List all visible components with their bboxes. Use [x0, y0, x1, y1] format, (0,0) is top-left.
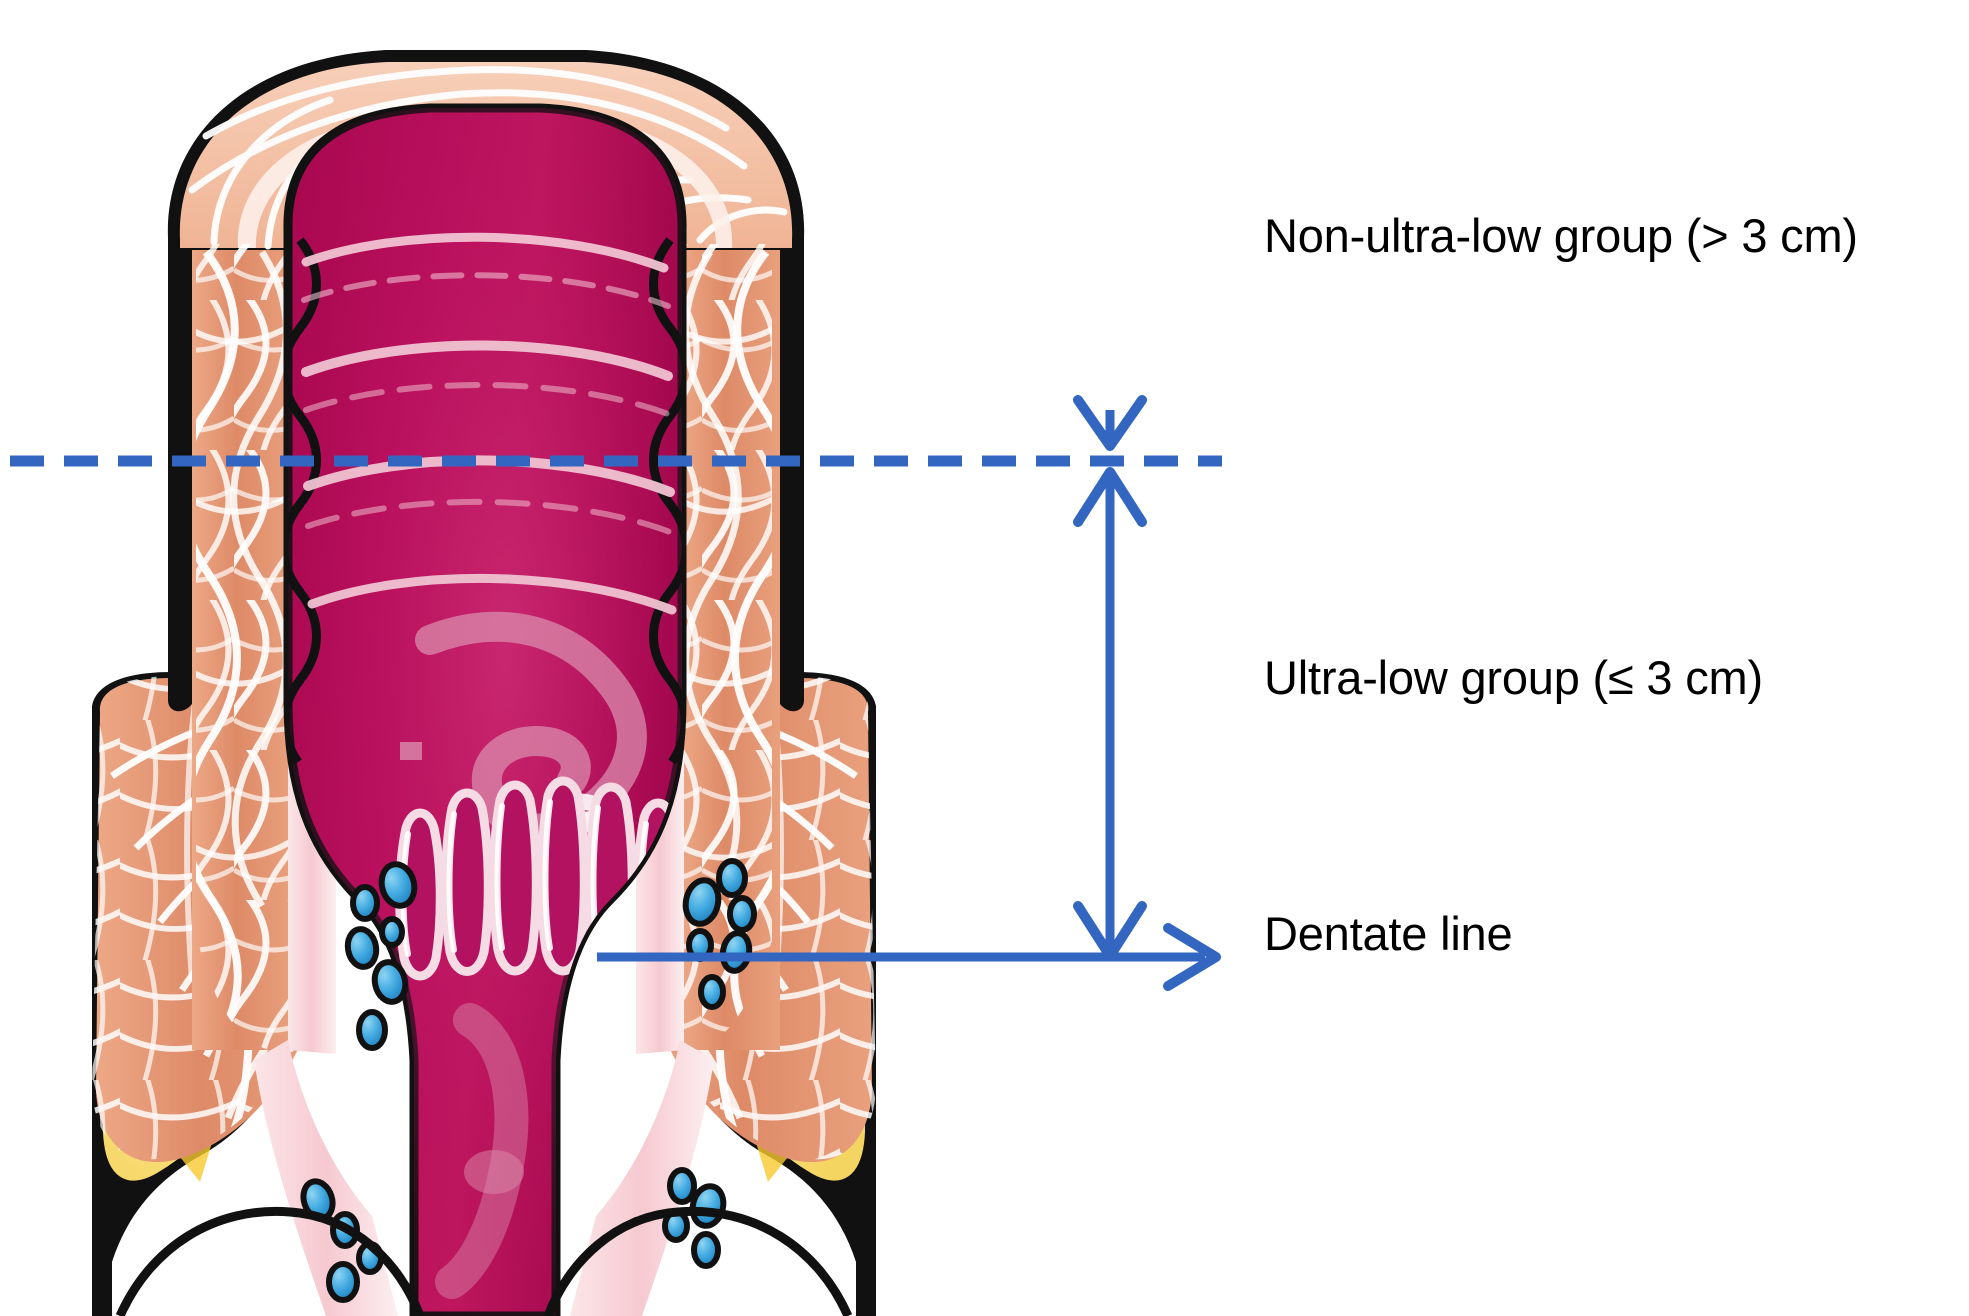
dentate-line-label: Dentate line	[1264, 907, 1513, 960]
anal-verge-outline-right	[543, 1206, 853, 1316]
hemorrhoidal-vessels-left	[300, 861, 418, 1303]
anatomical-illustration	[92, 50, 876, 1316]
anal-verge-outline	[115, 1206, 425, 1316]
ultra-low-span-arrow	[1073, 467, 1147, 961]
non-ultra-low-arrow	[1073, 22, 1147, 451]
submucosa-anal-left	[254, 1040, 398, 1316]
dentate-line-arrow	[597, 923, 1221, 991]
non-ultra-low-group-label: Non-ultra-low group (> 3 cm)	[1264, 209, 1858, 262]
submucosa-anal-right	[570, 1040, 714, 1316]
ultra-low-group-label: Ultra-low group (≤ 3 cm)	[1264, 651, 1763, 704]
annotation-layer	[10, 22, 1222, 991]
